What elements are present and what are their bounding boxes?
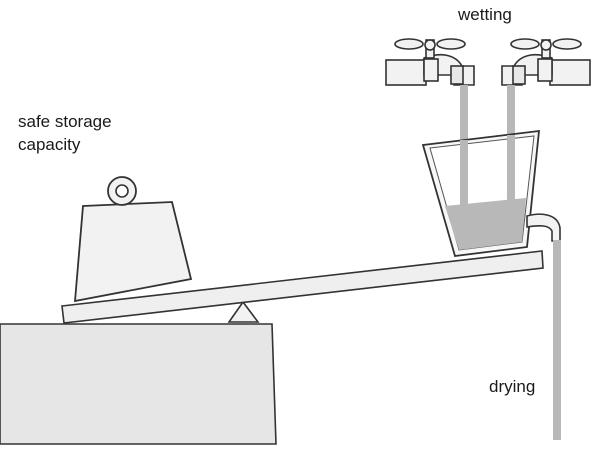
- label-wetting: wetting: [457, 5, 512, 24]
- label-safe-storage-line1: safe storage: [18, 112, 112, 131]
- overflow-pipe: [526, 213, 561, 242]
- left-stream-inside: [460, 140, 468, 208]
- drying-stream: [553, 240, 561, 440]
- weight-body: [74, 201, 193, 303]
- left-tap-icon: [385, 38, 475, 86]
- right-stream-inside: [507, 135, 515, 201]
- ground-block: [0, 323, 277, 445]
- container: [421, 129, 541, 257]
- weight-handle-inner: [115, 184, 129, 198]
- weight: [74, 176, 193, 303]
- container-water: [445, 198, 526, 250]
- label-safe-storage-line2: capacity: [18, 135, 81, 154]
- fulcrum: [227, 300, 260, 323]
- label-drying: drying: [489, 377, 535, 396]
- right-tap-icon: [501, 38, 591, 86]
- balance-beam: [61, 250, 544, 324]
